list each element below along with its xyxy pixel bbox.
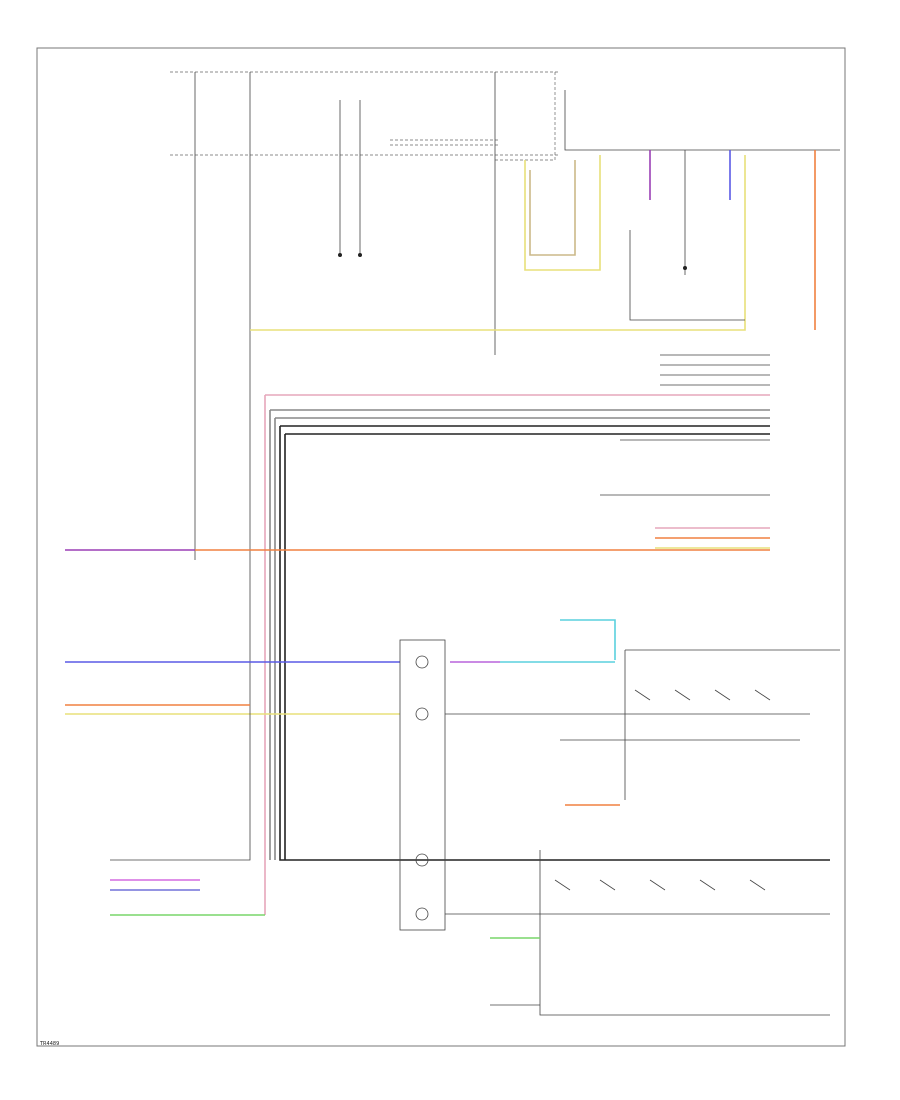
fuse-box-right-edge: [495, 72, 556, 161]
connector-node: [358, 253, 362, 257]
page-code: TR4489: [39, 1041, 59, 1047]
ground-branch: [629, 150, 745, 321]
fuse-wires-center: [339, 100, 361, 255]
central-module-terminal: [415, 853, 429, 867]
harness-gray: [270, 409, 770, 419]
harness-dark: [280, 425, 770, 435]
connector-pins-a: [660, 354, 770, 386]
diagram-frame: [36, 47, 846, 1047]
switch-module-upper-frame: [624, 649, 840, 800]
central-module-terminal: [415, 907, 429, 921]
module-upper-right-box: [564, 90, 840, 151]
fuse-wires-left: [194, 72, 251, 710]
connector-node: [338, 253, 342, 257]
switch-contacts-upper: [634, 689, 771, 701]
switch-module-lower-frame: [539, 850, 830, 1016]
central-module-body: [399, 639, 446, 931]
ground-node: [683, 266, 687, 270]
fuse-box-internal: [390, 139, 500, 146]
wire-cyan: [450, 619, 616, 663]
harness-gray-vertical: [269, 410, 276, 860]
central-module-terminal: [415, 707, 429, 721]
wire-yellow-loop-a: [524, 155, 601, 271]
wire-yellow-upper: [250, 155, 746, 331]
wire-tan-loop: [529, 160, 576, 256]
switch-contacts-lower: [554, 879, 766, 891]
bottom-left-connector-line: [110, 710, 251, 861]
harness-dark-vertical: [279, 426, 830, 861]
connector-pins-b: [600, 439, 770, 496]
central-module-terminal: [415, 655, 429, 669]
